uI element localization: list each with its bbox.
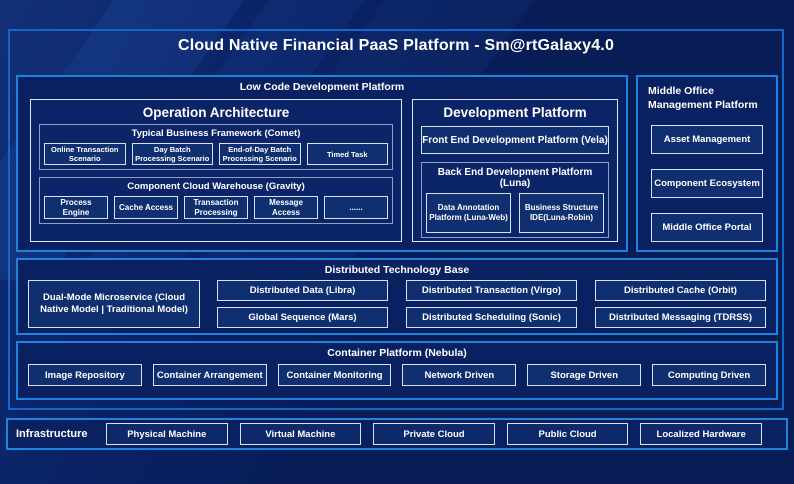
item-distributed-transaction: Distributed Transaction (Virgo) [406,280,577,301]
item-middle-office-portal: Middle Office Portal [651,213,763,243]
operation-architecture-box: Operation Architecture Typical Business … [30,99,402,242]
component-cloud-warehouse-group: Component Cloud Warehouse (Gravity) Proc… [39,177,393,225]
item-cache-access: Cache Access [114,196,178,220]
item-timed-task: Timed Task [306,143,388,165]
middle-office-items: Asset Management Component Ecosystem Mid… [638,112,776,243]
item-end-of-day-batch-processing-scenario: End-of-Day Batch Processing Scenario [219,143,301,165]
group-header: Back End Development Platform (Luna) [437,167,593,189]
item-image-repository: Image Repository [28,364,142,386]
item-business-structure-ide: Business Structure IDE(Luna-Robin) [519,193,604,233]
item-front-end-development-platform: Front End Development Platform (Vela) [421,126,609,154]
section-container-platform: Container Platform (Nebula) Image Reposi… [16,341,778,400]
leaf-row: Process Engine Cache Access Transaction … [44,196,388,220]
leaf-row: Online Transaction Scenario Day Batch Pr… [44,143,388,165]
item-private-cloud: Private Cloud [373,423,495,445]
section-header: Container Platform (Nebula) [327,347,467,359]
item-container-monitoring: Container Monitoring [277,364,392,386]
item-distributed-data: Distributed Data (Libra) [217,280,388,301]
distributed-content: Dual-Mode Microservice (Cloud Native Mod… [18,276,776,328]
typical-business-framework-group: Typical Business Framework (Comet) Onlin… [39,124,393,170]
section-header: Infrastructure [16,428,88,440]
item-network-driven: Network Driven [402,364,517,386]
back-end-development-platform-group: Back End Development Platform (Luna) Dat… [421,162,609,238]
group-header: Component Cloud Warehouse (Gravity) [127,181,305,192]
item-physical-machine: Physical Machine [106,423,228,445]
page-title: Cloud Native Financial PaaS Platform - S… [177,37,615,54]
section-header: Distributed Technology Base [324,264,470,276]
item-storage-driven: Storage Driven [527,364,642,386]
item-component-ecosystem: Component Ecosystem [651,169,763,199]
development-platform-title: Development Platform [443,105,587,120]
outer-frame [8,29,784,410]
development-platform-box: Development Platform Front End Developme… [412,99,618,242]
item-data-annotation-platform: Data Annotation Platform (Luna-Web) [426,193,511,233]
item-container-arrangement: Container Arrangement [152,364,267,386]
item-global-sequence: Global Sequence (Mars) [217,306,388,328]
section-header: Low Code Development Platform [239,81,405,93]
item-ellipsis: ...... [324,196,388,220]
item-virtual-machine: Virtual Machine [239,423,362,445]
section-header: Middle Office Management Platform [648,85,758,111]
item-online-transaction-scenario: Online Transaction Scenario [44,143,126,165]
item-distributed-scheduling: Distributed Scheduling (Sonic) [406,306,577,328]
item-day-batch-processing-scenario: Day Batch Processing Scenario [131,143,213,165]
section-low-code-development-platform: Low Code Development Platform Operation … [16,75,628,252]
item-process-engine: Process Engine [44,196,108,220]
group-header: Typical Business Framework (Comet) [131,128,301,139]
container-items: Image Repository Container Arrangement C… [18,359,776,386]
section-infrastructure: Infrastructure Physical Machine Virtual … [6,418,788,450]
item-dual-mode-microservice: Dual-Mode Microservice (Cloud Native Mod… [28,280,200,328]
item-transaction-processing: Transaction Processing [184,196,248,220]
item-message-access: Message Access [254,196,318,220]
item-localized-hardware: Localized Hardware [640,423,762,445]
distributed-grid: Distributed Data (Libra) Distributed Tra… [217,280,766,328]
section-middle-office-management-platform: Middle Office Management Platform Asset … [636,75,778,252]
operation-architecture-title: Operation Architecture [142,105,290,120]
item-computing-driven: Computing Driven [652,364,766,386]
item-asset-management: Asset Management [651,125,763,155]
leaf-row: Data Annotation Platform (Luna-Web) Busi… [426,193,604,233]
item-distributed-messaging: Distributed Messaging (TDRSS) [595,306,766,328]
item-public-cloud: Public Cloud [506,423,629,445]
section-distributed-technology-base: Distributed Technology Base Dual-Mode Mi… [16,258,778,335]
item-distributed-cache: Distributed Cache (Orbit) [595,280,766,301]
